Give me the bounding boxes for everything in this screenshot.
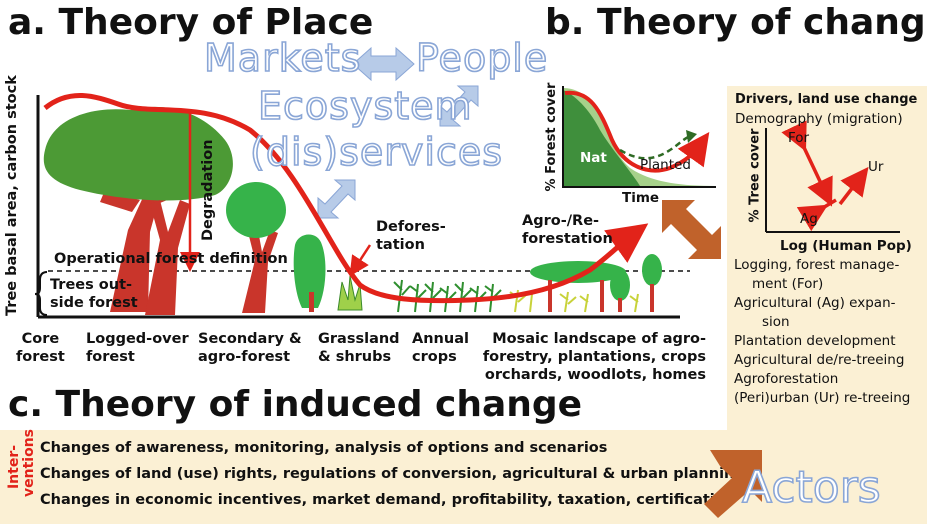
markets-label: Markets [203,35,362,81]
people-ecosystem-arrow [439,85,479,127]
panel-b-title: b. Theory of change [545,2,927,43]
degradation-label: Degradation [200,139,216,241]
core-forest-tree [43,106,233,312]
stage-mosaic: Mosaic landscape of agro- forestry, plan… [482,331,706,383]
trees-outside-label: Trees out- side forest [50,277,138,311]
stage-core-forest: Core forest [16,331,65,365]
drivers-list: Logging, forest manage- ment (For) Agric… [734,256,910,408]
y-axis-label: Tree basal area, carbon stock [4,75,20,316]
disservices-label: (dis)services [249,129,504,175]
ecosystem-landscape-arrow [317,179,356,219]
drivers-title: Drivers, land use change [735,92,918,107]
people-label: People [415,35,549,81]
agro-reforestation-label: Agro-/Re- forestation [522,213,613,247]
driver-item: ment (For) [752,276,824,292]
secondary-forest-tree [226,182,326,313]
stage-secondary: Secondary & agro-forest [198,331,302,365]
tree-cover-chart [765,120,900,233]
annual-crops [393,279,502,313]
interventions-label: Inter- ventions [6,429,37,497]
driver-item: Agricultural de/re-treeing [734,352,905,368]
planted-label: Planted [640,157,691,173]
logged-over-tree [145,200,190,315]
stage-grassland: Grassland & shrubs [318,331,400,365]
ag-label: Ag [800,211,818,227]
ur-label: Ur [868,159,884,175]
panel-c-title: c. Theory of induced change [8,384,583,425]
change-actors-arrow [662,200,721,259]
nat-label: Nat [580,150,607,166]
driver-item: (Peri)urban (Ur) re-treeing [734,390,911,406]
ecosystem-label: Ecosystem [257,83,473,129]
deforestation-label: Defores- tation [376,219,446,253]
tree-cover-label: % Tree cover [747,128,763,223]
inset-y-label: % Forest cover [544,82,559,192]
stage-logged-over: Logged-over forest [86,331,189,365]
panel-a-title: a. Theory of Place [8,2,374,43]
carbon-stock-curve [43,93,649,304]
driver-item: Agroforestation [734,371,839,387]
actors-arrow [704,450,762,518]
inset-x-label: Time [622,190,660,206]
driver-item: Plantation development [734,333,896,349]
grassland-shrub [337,275,363,311]
deforestation-arrow [349,244,372,277]
trees-outside-brace [34,271,48,316]
interventions-panel-background [0,430,927,524]
for-label: For [788,130,810,146]
intervention-incentives: Changes in economic incentives, market d… [40,492,736,508]
driver-item: sion [762,314,790,330]
forest-cover-inset [562,86,716,188]
actors-label: Actors [741,461,881,514]
stage-annual-crops: Annual crops [412,331,469,365]
demography-label: Demography (migration) [735,111,903,127]
log-pop-label: Log (Human Pop) [780,238,912,254]
driver-item: Agricultural (Ag) expan- [734,295,896,311]
markets-people-arrow [352,46,415,82]
operational-forest-label: Operational forest definition [54,251,288,267]
intervention-rights: Changes of land (use) rights, regulation… [40,466,745,482]
mosaic-landscape [509,254,662,313]
intervention-awareness: Changes of awareness, monitoring, analys… [40,440,608,456]
driver-item: Logging, forest manage- [734,257,900,273]
